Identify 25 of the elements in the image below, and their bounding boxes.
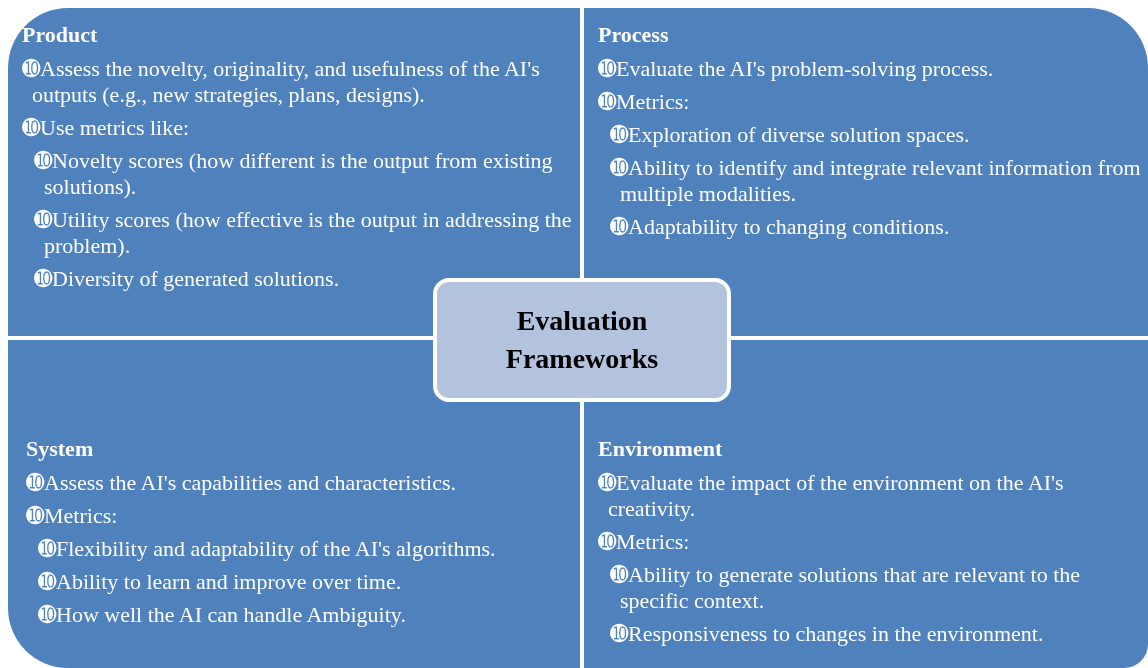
bullet-text: ➓Assess the AI's capabilities and characteristics.	[26, 470, 457, 495]
bullet-text: ➓Ability to identify and integrate relevant information from multiple modalities.	[610, 155, 1141, 206]
bullet-text: ➓Ability to generate solutions that are relevant to the specific context.	[610, 562, 1081, 613]
bullet-text: ➓Flexibility and adaptability of the AI's algorithms.	[38, 536, 496, 561]
bullet-text: ➓How well the AI can handle Ambiguity.	[38, 602, 406, 627]
panel-heading: Environment	[598, 436, 723, 462]
bullet-text: ➓Ability to learn and improve over time.	[38, 569, 402, 594]
center-box	[433, 278, 731, 402]
bullet-text: ➓Use metrics like:	[22, 115, 190, 140]
bullet-text: ➓Assess the novelty, originality, and usefulness of the AI's outputs (e.g., new strategies, plans, designs).	[22, 56, 540, 107]
center-title: Evaluation Frameworks	[504, 304, 660, 376]
bullet-text: ➓Novelty scores (how different is the output from existing solutions).	[34, 148, 553, 199]
bullet-text: ➓Exploration of diverse solution spaces.	[610, 122, 970, 147]
bullet-text: ➓Adaptability to changing conditions.	[610, 214, 950, 239]
bullet-text: ➓Metrics:	[598, 89, 690, 114]
panel-heading: Process	[598, 22, 669, 48]
bullet-text: ➓Evaluate the impact of the environment on the AI's creativity.	[598, 470, 1064, 521]
bullet-text: ➓Responsiveness to changes in the environment.	[610, 621, 1044, 646]
bullet-text: ➓Metrics:	[26, 503, 118, 528]
panel-heading: Product	[22, 22, 98, 48]
bullet-text: ➓Evaluate the AI's problem-solving process.	[598, 56, 994, 81]
bullet-text: ➓Utility scores (how effective is the output in addressing the problem).	[34, 207, 572, 258]
panel-heading: System	[26, 436, 94, 462]
bullet-text: ➓Diversity of generated solutions.	[34, 266, 340, 291]
bullet-text: ➓Metrics:	[598, 529, 690, 554]
